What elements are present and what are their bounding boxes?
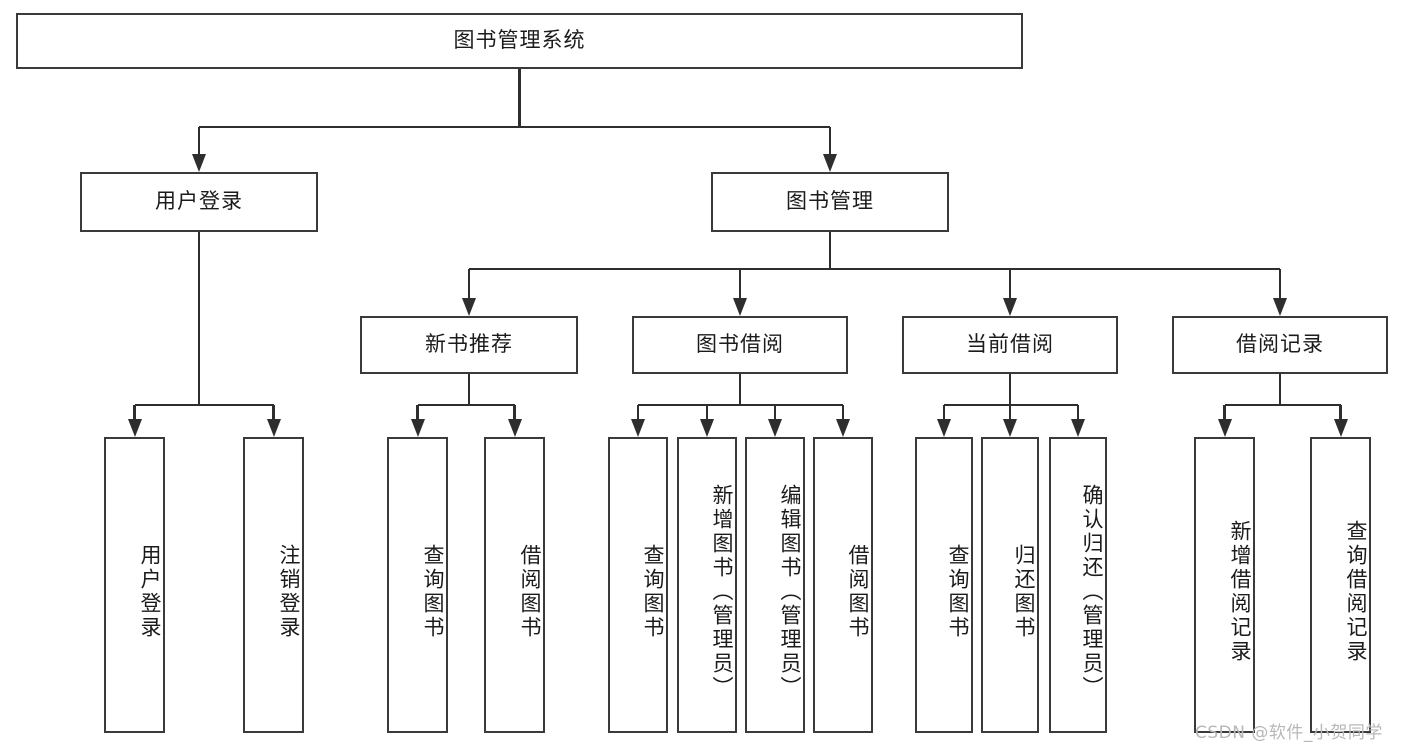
connector-arrowhead [631, 419, 645, 437]
node-leaf-add-borrow-record[interactable]: 新增借阅记录 [1194, 437, 1255, 733]
connector-vertical [636, 405, 640, 420]
connector-vertical [1278, 374, 1282, 405]
connector-arrowhead [823, 154, 837, 172]
node-leaf-query-book-current[interactable]: 查询图书 [915, 437, 973, 733]
connector-vertical [738, 374, 742, 405]
node-leaf-borrow-book-rec[interactable]: 借阅图书 [484, 437, 545, 733]
connector-vertical [1008, 269, 1012, 299]
node-leaf-logout[interactable]: 注销登录 [243, 437, 304, 733]
connector-arrowhead [127, 419, 142, 437]
node-leaf-return-book[interactable]: 归还图书 [981, 437, 1039, 733]
connector-vertical [942, 405, 946, 420]
leaf-label: 查询图书 [641, 544, 665, 640]
connector-arrowhead [733, 298, 747, 316]
connector-vertical [738, 269, 742, 299]
connector-vertical [1223, 405, 1226, 420]
connector-vertical [467, 269, 471, 299]
connector-horizontal [417, 403, 515, 407]
connector-vertical [828, 127, 832, 155]
connector-horizontal [1224, 403, 1341, 407]
connector-vertical [773, 405, 777, 420]
connector-vertical [133, 405, 136, 420]
leaf-label: 归还图书 [1012, 544, 1036, 640]
connector-arrowhead [507, 419, 522, 437]
node-borrow-record[interactable]: 借阅记录 [1172, 316, 1388, 374]
node-book-management[interactable]: 图书管理 [711, 172, 949, 232]
connector-vertical [1008, 374, 1012, 405]
node-leaf-query-book-borrow[interactable]: 查询图书 [608, 437, 668, 733]
leaf-label: 查询借阅记录 [1344, 520, 1368, 664]
node-root-system[interactable]: 图书管理系统 [16, 13, 1023, 69]
node-current-borrow[interactable]: 当前借阅 [902, 316, 1118, 374]
leaf-label: 编辑图书（管理员） [778, 484, 802, 700]
connector-horizontal [199, 125, 830, 129]
connector-arrowhead [192, 154, 206, 172]
leaf-label: 新增图书（管理员） [710, 484, 734, 700]
node-leaf-confirm-return-admin[interactable]: 确认归还（管理员） [1049, 437, 1107, 733]
node-leaf-query-book-rec[interactable]: 查询图书 [387, 437, 448, 733]
connector-vertical [416, 405, 419, 420]
node-leaf-edit-book-admin[interactable]: 编辑图书（管理员） [745, 437, 805, 733]
csdn-watermark: CSDN @软件_小贺同学 [1195, 723, 1383, 743]
connector-arrowhead [1003, 298, 1017, 316]
connector-arrowhead [266, 419, 281, 437]
leaf-label: 注销登录 [277, 544, 301, 640]
connector-arrowhead [1071, 419, 1085, 437]
connector-vertical [197, 232, 201, 405]
connector-vertical [467, 374, 471, 405]
connector-arrowhead [700, 419, 714, 437]
leaf-label: 查询图书 [421, 544, 445, 640]
connector-arrowhead [836, 419, 850, 437]
connector-arrowhead [1273, 298, 1287, 316]
connector-vertical [705, 405, 709, 420]
connector-arrowhead [937, 419, 951, 437]
node-leaf-borrow-book[interactable]: 借阅图书 [813, 437, 873, 733]
connector-horizontal [134, 403, 274, 407]
connector-vertical [197, 127, 201, 155]
node-book-borrow[interactable]: 图书借阅 [632, 316, 848, 374]
connector-horizontal [469, 267, 1280, 271]
connector-arrowhead [1217, 419, 1232, 437]
leaf-label: 借阅图书 [846, 544, 870, 640]
connector-arrowhead [1333, 419, 1348, 437]
leaf-label: 新增借阅记录 [1228, 520, 1252, 664]
connector-arrowhead [768, 419, 782, 437]
node-leaf-user-login[interactable]: 用户登录 [104, 437, 165, 733]
connector-vertical [1278, 269, 1282, 299]
connector-arrowhead [462, 298, 476, 316]
connector-arrowhead [410, 419, 425, 437]
connector-vertical [1339, 405, 1342, 420]
node-user-login[interactable]: 用户登录 [80, 172, 318, 232]
connector-arrowhead [1003, 419, 1017, 437]
connector-vertical [828, 232, 832, 269]
connector-vertical [518, 69, 521, 127]
leaf-label: 查询图书 [946, 544, 970, 640]
node-leaf-query-borrow-record[interactable]: 查询借阅记录 [1310, 437, 1371, 733]
leaf-label: 用户登录 [138, 544, 162, 640]
connector-vertical [272, 405, 275, 420]
node-new-book-recommend[interactable]: 新书推荐 [360, 316, 578, 374]
connector-vertical [841, 405, 845, 420]
connector-vertical [1076, 405, 1080, 420]
connector-vertical [1008, 405, 1012, 420]
node-leaf-add-book-admin[interactable]: 新增图书（管理员） [677, 437, 737, 733]
leaf-label: 借阅图书 [518, 544, 542, 640]
connector-horizontal [638, 403, 843, 407]
leaf-label: 确认归还（管理员） [1080, 484, 1104, 700]
connector-vertical [513, 405, 516, 420]
